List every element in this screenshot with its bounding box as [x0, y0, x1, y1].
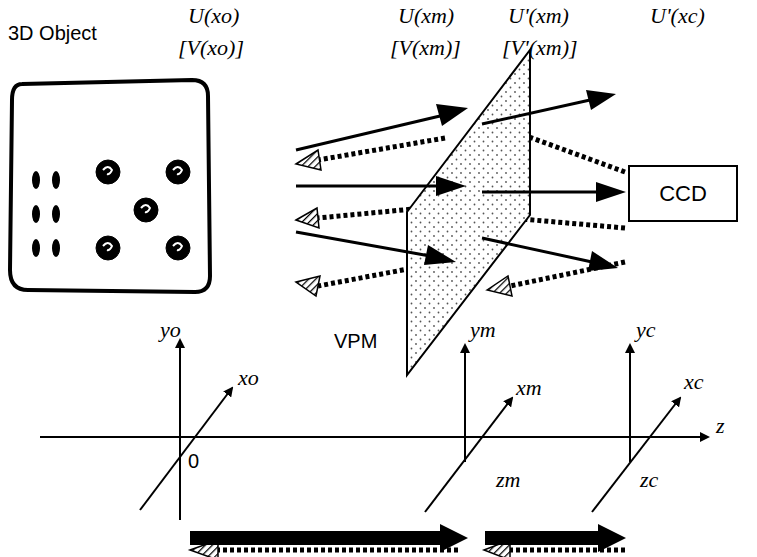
vpm-plane	[407, 50, 530, 375]
axis-label: 0	[188, 450, 199, 472]
forward-wave	[190, 90, 626, 552]
field-label: U'(xc)	[650, 4, 705, 28]
axis-label: ym	[470, 318, 496, 342]
box-text: CCD	[659, 181, 707, 207]
axis-label: zc	[640, 468, 658, 492]
field-label: [V(xm)]	[390, 36, 461, 60]
axes	[40, 340, 708, 520]
axis-label: xm	[516, 376, 542, 400]
axis-label: xc	[684, 370, 704, 394]
field-label: U(xm)	[398, 4, 454, 28]
axis-label: z	[716, 414, 725, 438]
field-label: U'(xm)	[508, 4, 569, 28]
axis-label: yo	[160, 318, 181, 342]
field-label: [V(xo)]	[178, 36, 244, 60]
object	[10, 80, 210, 292]
axis-label: xo	[238, 366, 259, 390]
camera-box: CCD	[628, 165, 738, 222]
field-label: U(xo)	[188, 4, 239, 28]
axis-label: yc	[636, 318, 656, 342]
field-label: [V'(xm)]	[502, 36, 578, 60]
part-label: VPM	[334, 330, 377, 352]
title-label: 3D Object	[8, 22, 97, 44]
axis-label: zm	[496, 468, 520, 492]
